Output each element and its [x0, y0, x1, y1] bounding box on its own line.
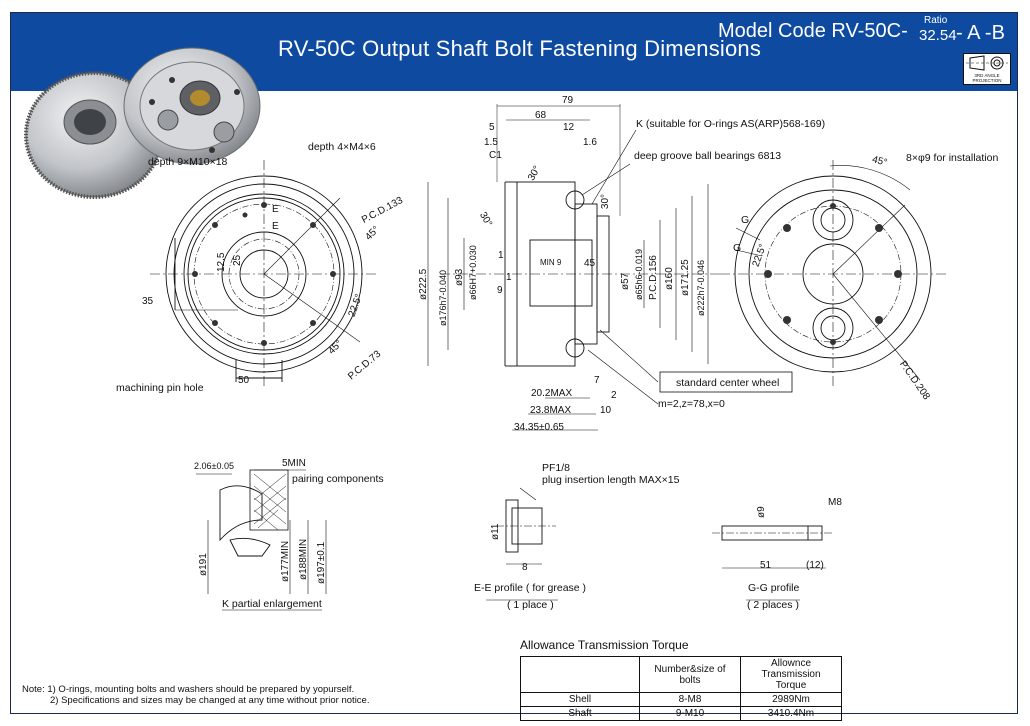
- dim-50: 50: [238, 375, 250, 386]
- chamfer-c1: C1: [489, 150, 502, 161]
- projection-label: 3RD ANGLE PROJECTION: [972, 73, 1002, 83]
- g-marker-bottom: G: [733, 242, 742, 254]
- min-9-label: MIN 9: [540, 258, 562, 267]
- dim-5-min: 5MIN: [282, 458, 306, 469]
- e-marker-top: E: [272, 204, 279, 215]
- depth-m4-label: depth 4×M4×6: [308, 141, 376, 153]
- dim-79: 79: [562, 95, 574, 106]
- dim-2: 2: [611, 390, 617, 401]
- dia-177-min: ø177MIN: [280, 540, 291, 582]
- table-header-cell: Allownce Transmission Torque: [740, 656, 842, 693]
- dim-1-b: 1: [506, 272, 512, 283]
- section-view: [427, 104, 793, 431]
- torque-table: Number&size of bolts Allownce Transmissi…: [520, 656, 842, 721]
- dim-8: 8: [522, 562, 528, 573]
- dim-10: 10: [600, 405, 612, 416]
- install-holes-label: 8×φ9 for installation: [906, 152, 999, 164]
- dim-1-6: 1.6: [583, 137, 597, 148]
- dia-9: ø9: [756, 506, 767, 518]
- pcd156-label: P.C.D.156: [648, 255, 659, 300]
- dim-68: 68: [535, 110, 547, 121]
- dim-12: 12: [563, 122, 575, 133]
- dim-34-35: 34.35±0.65: [514, 422, 564, 433]
- page-title: RV-50C Output Shaft Bolt Fastening Dimen…: [278, 36, 762, 61]
- dim-9: 9: [497, 285, 503, 296]
- table-header-cell: Number&size of bolts: [639, 656, 741, 693]
- table-cell: Shaft: [520, 706, 640, 721]
- table-header-cell: [520, 656, 640, 693]
- projection-symbol: 3RD ANGLE PROJECTION: [963, 53, 1011, 85]
- plug-insertion-label: plug insertion length MAX×15: [542, 474, 680, 486]
- e-e-profile: [486, 487, 558, 601]
- table-cell: Shell: [520, 692, 640, 707]
- k-detail-caption: K partial enlargement: [222, 598, 322, 610]
- table-cell: 3410.4Nm: [740, 706, 842, 721]
- e-e-profile-caption: E-E profile ( for grease ): [474, 582, 587, 594]
- dim-51: 51: [760, 560, 772, 571]
- dim-12-5: 12.5: [216, 252, 227, 272]
- dim-12-ref: (12): [806, 560, 824, 571]
- dia-93: ø93: [454, 268, 465, 286]
- dia-65: ø65h6-0.019: [634, 248, 644, 300]
- product-photo: [24, 47, 261, 199]
- pairing-components-label: pairing components: [292, 473, 384, 485]
- dim-1-a: 1: [498, 250, 504, 261]
- g-g-profile-places: ( 2 places ): [747, 599, 799, 611]
- gear-spec-label: m=2,z=78,x=0: [658, 398, 725, 410]
- notes: Note: 1) O-rings, mounting bolts and was…: [22, 684, 369, 706]
- m8-label: M8: [828, 497, 842, 508]
- g-g-profile: [712, 525, 834, 601]
- drawing-border: [10, 12, 1018, 714]
- dim-35: 35: [142, 296, 154, 307]
- bearing-label: deep groove ball bearings 6813: [634, 150, 782, 162]
- pf-label: PF1/8: [542, 462, 571, 474]
- dia-222-h7: ø222h7-0.046: [696, 259, 706, 316]
- dia-197: ø197±0.1: [316, 541, 327, 584]
- model-code-suffix: - A -B: [956, 22, 1005, 44]
- dia-11: ø11: [490, 523, 501, 541]
- ratio-label: Ratio: [924, 15, 948, 26]
- g-marker-top: G: [741, 214, 750, 226]
- center-wheel-label: standard center wheel: [676, 377, 780, 389]
- dia-191: ø191: [198, 553, 209, 576]
- dia-222-5: ø222.5: [418, 268, 429, 300]
- dim-7: 7: [594, 375, 600, 386]
- dim-23-8-max: 23.8MAX: [530, 405, 572, 416]
- dia-160: ø160: [664, 267, 675, 290]
- front-view: [150, 160, 378, 388]
- table-row: Shaft 9-M10 3410.4Nm: [520, 706, 842, 721]
- k-detail-view: [196, 469, 327, 611]
- dia-66: ø66H7+0.030: [468, 245, 478, 300]
- dim-25: 25: [232, 254, 243, 266]
- note-1: Note: 1) O-rings, mounting bolts and was…: [22, 684, 355, 695]
- angle-30-b: 30°: [600, 193, 612, 210]
- g-g-profile-caption: G-G profile: [748, 582, 800, 594]
- table-header-row: Number&size of bolts Allownce Transmissi…: [520, 656, 842, 693]
- dim-2-06: 2.06±0.05: [194, 461, 234, 471]
- model-code-prefix: Model Code RV-50C-: [718, 20, 908, 42]
- dia-188-min: ø188MIN: [298, 538, 309, 580]
- dim-1-5: 1.5: [484, 137, 498, 148]
- machining-pin-hole-label: machining pin hole: [116, 382, 204, 394]
- dim-45: 45: [584, 258, 596, 269]
- o-ring-label: K (suitable for O-rings AS(ARP)568-169): [636, 118, 826, 130]
- dia-57: ø57: [620, 272, 631, 290]
- dia-171-25: ø171.25: [680, 259, 691, 296]
- e-marker-bottom: E: [272, 221, 279, 232]
- table-row: Shell 8-M8 2989Nm: [520, 692, 842, 707]
- depth-m10-label: depth 9×M10×18: [148, 156, 228, 168]
- dim-5: 5: [489, 122, 495, 133]
- projection-icon: [966, 55, 1008, 71]
- dim-20-2-max: 20.2MAX: [531, 388, 573, 399]
- right-view: [720, 160, 946, 388]
- ratio-value: 32.54: [919, 27, 957, 44]
- table-cell: 8-M8: [639, 692, 741, 707]
- torque-table-title: Allowance Transmission Torque: [520, 638, 689, 652]
- note-2: 2) Specifications and sizes may be chang…: [50, 695, 370, 706]
- dia-176: ø176h7-0.040: [438, 269, 448, 326]
- table-cell: 9-M10: [639, 706, 741, 721]
- table-cell: 2989Nm: [740, 692, 842, 707]
- e-e-profile-places: ( 1 place ): [507, 599, 554, 611]
